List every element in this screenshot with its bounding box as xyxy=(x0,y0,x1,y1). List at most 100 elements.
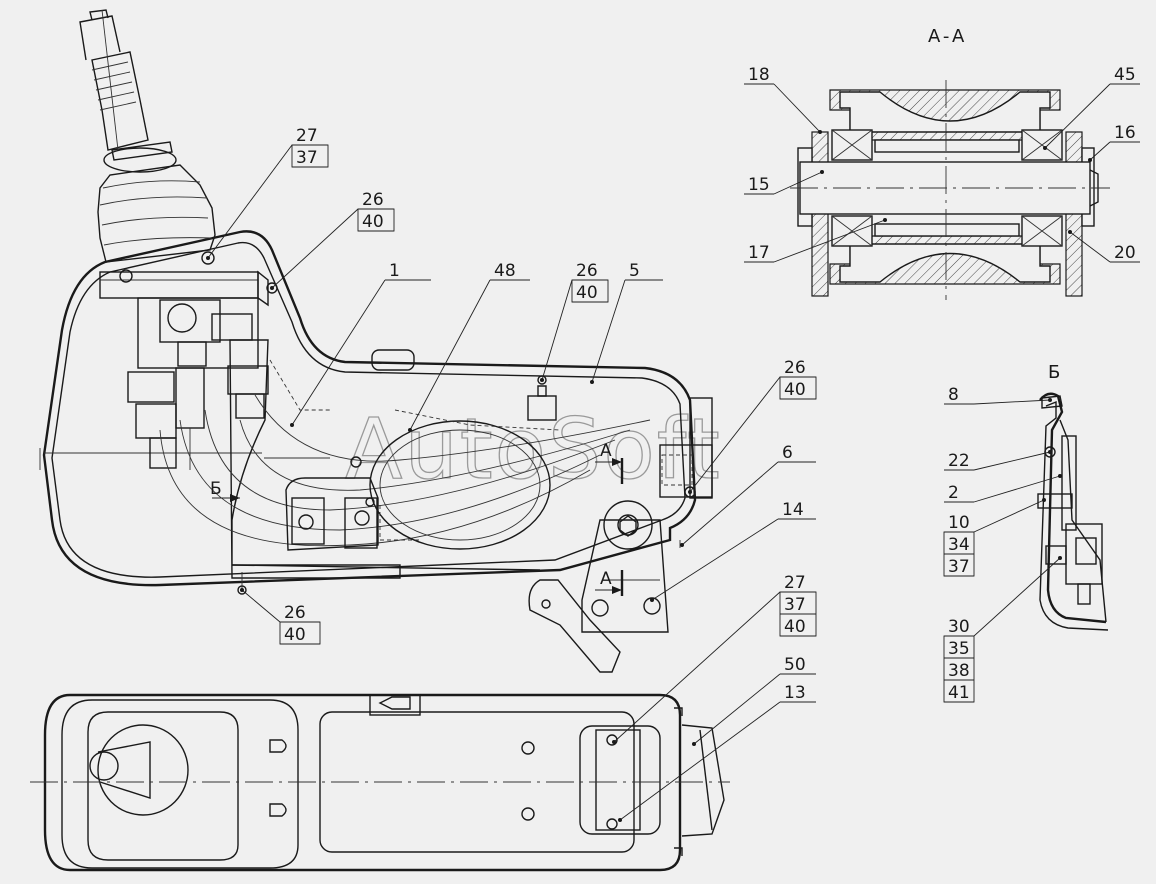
callout-leader xyxy=(271,208,359,289)
callout-label: 13 xyxy=(784,683,806,703)
callout-leader xyxy=(409,279,491,431)
callout-leader xyxy=(1089,141,1111,161)
callout-label: 37 xyxy=(948,557,970,577)
callout-label: 22 xyxy=(948,451,970,471)
callout-c17: 17 xyxy=(744,218,887,263)
callout-c50: 50 xyxy=(692,655,816,746)
callout-leader xyxy=(207,144,293,259)
callout-c8: 8 xyxy=(944,385,1052,405)
callout-leader xyxy=(973,475,1061,503)
callout-label: 20 xyxy=(1114,243,1136,263)
detail-b-title: Б xyxy=(1048,362,1063,383)
callout-leader xyxy=(773,171,823,195)
callout-c20: 20 xyxy=(1068,230,1140,263)
callout-dot xyxy=(1042,498,1046,502)
callout-dot xyxy=(1088,158,1092,162)
callout-label: 41 xyxy=(948,683,970,703)
callout-dot xyxy=(270,286,274,290)
callout-label: 30 xyxy=(948,617,970,637)
section-mark-b: Б xyxy=(210,479,222,499)
callout-box xyxy=(279,621,321,645)
callout-dot xyxy=(680,543,684,547)
callout-c15: 15 xyxy=(744,170,824,195)
callout-dot xyxy=(240,588,244,592)
callout-leader xyxy=(619,701,781,821)
callout-c2: 2 xyxy=(944,474,1062,503)
callout-dot xyxy=(650,598,654,602)
callout-dot xyxy=(1043,146,1047,150)
callout-dot xyxy=(1058,556,1062,560)
section-a-a-view: A-A xyxy=(790,26,1110,300)
callout-label: 16 xyxy=(1114,123,1136,143)
callout-dot xyxy=(590,380,594,384)
callout-dot xyxy=(612,740,616,744)
callout-dot xyxy=(618,818,622,822)
callout-label: 38 xyxy=(948,661,970,681)
callout-dot xyxy=(290,423,294,427)
callout-leader xyxy=(591,279,626,383)
callout-c1: 1 xyxy=(290,261,431,427)
callout-box xyxy=(943,635,975,703)
callout-c22: 22 xyxy=(944,450,1052,471)
callout-leader xyxy=(693,673,781,745)
callout-label: 14 xyxy=(782,500,804,520)
callout-dot xyxy=(540,378,544,382)
callout-label: 26 xyxy=(784,358,806,378)
callout-box xyxy=(357,208,395,232)
callout-label: 6 xyxy=(782,443,793,463)
callout-leader xyxy=(773,83,821,133)
callout-c13: 13 xyxy=(618,683,816,822)
callout-c18: 18 xyxy=(744,65,822,134)
callout-label: 48 xyxy=(494,261,516,281)
callout-box xyxy=(779,591,817,637)
callout-leader xyxy=(613,591,781,743)
detail-b-view: Б xyxy=(1037,362,1109,631)
callout-box xyxy=(291,144,329,168)
callout-c5: 5 xyxy=(590,261,663,384)
callout-dot xyxy=(1048,398,1052,402)
callout-c16: 16 xyxy=(1088,123,1140,162)
callout-label: 18 xyxy=(748,65,770,85)
callout-label: 37 xyxy=(784,595,806,615)
callout-label: 26 xyxy=(576,261,598,281)
callout-label: 15 xyxy=(748,175,770,195)
callout-c48: 48 xyxy=(408,261,530,432)
callout-label: 10 xyxy=(948,513,970,533)
main-side-view xyxy=(39,9,713,673)
callout-leader xyxy=(973,451,1051,471)
callout-label: 50 xyxy=(784,655,806,675)
section-mark-a-upper: A xyxy=(600,441,612,461)
callout-leader xyxy=(1069,231,1111,263)
callout-label: 5 xyxy=(629,261,640,281)
callout-dot xyxy=(692,742,696,746)
callout-label: 2 xyxy=(948,483,959,503)
callout-label: 17 xyxy=(748,243,770,263)
callout-dot xyxy=(818,130,822,134)
callout-dot xyxy=(1058,474,1062,478)
callout-label: 8 xyxy=(948,385,959,405)
callout-dot xyxy=(883,218,887,222)
callout-dot xyxy=(1048,450,1052,454)
callout-label: 40 xyxy=(576,283,598,303)
callout-dot xyxy=(688,490,692,494)
callout-c6: 6 xyxy=(680,443,816,547)
callout-label: 40 xyxy=(362,212,384,232)
callout-leader xyxy=(291,279,386,426)
callout-leader xyxy=(973,399,1051,405)
callout-dot xyxy=(206,256,210,260)
callout-leader xyxy=(973,499,1045,533)
callout-box xyxy=(571,279,609,303)
callout-leader xyxy=(689,376,781,493)
callout-c45: 45 xyxy=(1043,65,1140,150)
callout-label: 40 xyxy=(784,380,806,400)
callout-label: 27 xyxy=(784,573,806,593)
callout-label: 26 xyxy=(362,190,384,210)
